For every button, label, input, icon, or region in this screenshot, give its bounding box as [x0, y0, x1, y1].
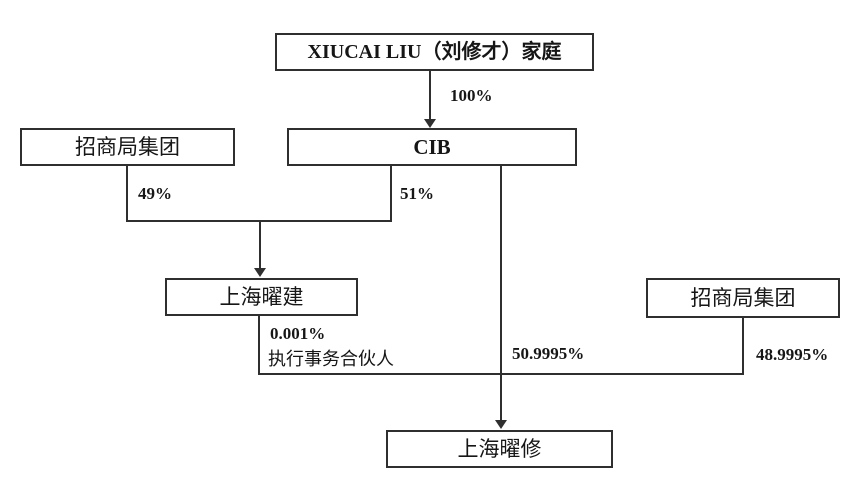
label-cmg-left-percent: 49% — [138, 184, 172, 203]
arrowhead-cib-to-yaoxiu — [495, 420, 507, 429]
node-yaoxiu: 上海曜修 — [386, 430, 613, 468]
node-cmg-left: 招商局集团 — [20, 128, 235, 166]
label-yaojian-percent: 0.001% — [270, 324, 326, 343]
node-yaojian: 上海曜建 — [165, 278, 358, 316]
label-cmg-right-percent: 48.9995% — [756, 345, 829, 364]
node-family: XIUCAI LIU（刘修才）家庭 — [275, 33, 594, 71]
arrowhead-family-to-cib — [424, 119, 436, 128]
arrowhead-merge-to-yaojian — [254, 268, 266, 277]
label-cib-51-percent: 51% — [400, 184, 434, 203]
label-yaojian-executive-partner: 执行事务合伙人 — [268, 349, 394, 369]
connector-merge-to-yaojian-line — [259, 220, 261, 269]
node-cmg-right: 招商局集团 — [646, 278, 840, 318]
connector-family-to-cib-line — [429, 71, 431, 120]
node-cib: CIB — [287, 128, 577, 166]
connector-cmg-right-drop-line — [742, 318, 744, 375]
label-family-to-cib-percent: 100% — [450, 86, 493, 105]
connector-cmg-left-drop-line — [126, 166, 128, 222]
label-cib-to-yaoxiu-percent: 50.9995% — [512, 344, 585, 363]
connector-cib-51-drop-line — [390, 166, 392, 222]
connector-yaojian-drop-line — [258, 316, 260, 375]
connector-cib-to-yaoxiu-line — [500, 166, 502, 421]
